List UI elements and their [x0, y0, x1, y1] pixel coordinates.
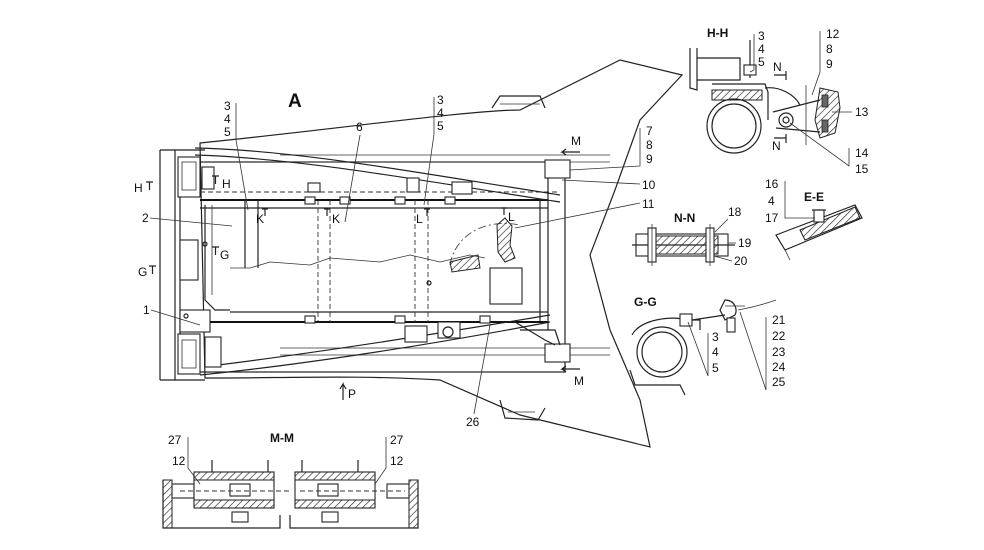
gg-pipe [636, 326, 688, 378]
view-g-g [629, 299, 777, 396]
callout-4-left: 4 [224, 112, 231, 126]
view-nn-title: N-N [674, 211, 695, 225]
hatched-region [230, 254, 486, 269]
callout-4-gg: 4 [712, 345, 719, 359]
cut-mark-g-right: G [220, 248, 229, 262]
callout-27-left: 27 [168, 433, 182, 447]
callout-8-main: 8 [646, 138, 653, 152]
callout-4-mid: 4 [437, 106, 444, 120]
view-h-h [689, 40, 841, 154]
lower-handle [499, 399, 546, 421]
callout-20: 20 [734, 254, 748, 268]
cut-mark-k-right: K [332, 212, 340, 226]
hh-pipe [706, 98, 762, 154]
view-e-e [775, 204, 863, 261]
left-block-top [177, 156, 201, 198]
callout-4-ee: 4 [768, 194, 775, 208]
view-gg-title: G-G [634, 295, 657, 309]
callout-22: 22 [772, 329, 786, 343]
cut-mark-l-left: L [416, 212, 423, 226]
cut-mark-k-left: K [256, 212, 264, 226]
view-ee-title: E-E [804, 190, 824, 204]
callout-5-mid: 5 [437, 119, 444, 133]
callout-14: 14 [855, 146, 869, 160]
callout-3-hh: 3 [758, 29, 765, 43]
callout-5-left: 5 [224, 125, 231, 139]
callout-1: 1 [143, 303, 150, 317]
callout-7: 7 [646, 124, 653, 138]
view-n-n [632, 224, 735, 266]
cut-mark-h-left: H [134, 181, 143, 195]
left-block-bottom [177, 333, 201, 375]
callout-18: 18 [728, 205, 742, 219]
callout-19: 19 [738, 236, 752, 250]
callout-11: 11 [642, 197, 655, 211]
view-mm-title: M-M [270, 431, 294, 445]
callout-12-right: 12 [390, 454, 404, 468]
cut-mark-l-right: L [508, 210, 515, 224]
view-a-title: A [288, 91, 302, 112]
callout-27-right: 27 [390, 433, 404, 447]
callout-3-mid: 3 [437, 93, 444, 107]
callout-2: 2 [142, 211, 149, 225]
callout-12-left: 12 [172, 454, 186, 468]
callout-12-hh: 12 [826, 27, 840, 41]
upper-handle [491, 95, 546, 109]
callout-3-left: 3 [224, 99, 231, 113]
callout-5-hh: 5 [758, 55, 765, 69]
cut-mark-n-bottom: N [772, 139, 781, 153]
callout-26: 26 [466, 415, 480, 429]
callout-8-hh: 8 [826, 42, 833, 56]
callout-3-gg: 3 [712, 330, 719, 344]
view-hh-title: H-H [707, 26, 728, 40]
callout-24: 24 [772, 360, 786, 374]
callout-15: 15 [855, 162, 869, 176]
cut-mark-h-right: H [222, 177, 231, 191]
callout-23: 23 [772, 345, 786, 359]
callout-13: 13 [855, 105, 869, 119]
cut-mark-n-top: N [773, 60, 782, 74]
cut-mark-m-bottom: M [574, 374, 584, 388]
body-outline [199, 59, 684, 448]
view-m-m [162, 460, 419, 529]
callout-9-hh: 9 [826, 57, 833, 71]
callout-10: 10 [642, 178, 656, 192]
cut-mark-g-left: G [138, 265, 147, 279]
callout-16: 16 [765, 177, 779, 191]
cut-mark-m-top: M [571, 134, 581, 148]
callout-25: 25 [772, 375, 786, 389]
main-view-a [159, 59, 684, 448]
callout-21: 21 [772, 313, 786, 327]
callout-5-gg: 5 [712, 361, 719, 375]
callout-9-main: 9 [646, 152, 653, 166]
cut-mark-p: P [348, 387, 356, 401]
callout-4-hh: 4 [758, 42, 765, 56]
callout-17: 17 [765, 211, 779, 225]
callout-6: 6 [356, 120, 363, 134]
